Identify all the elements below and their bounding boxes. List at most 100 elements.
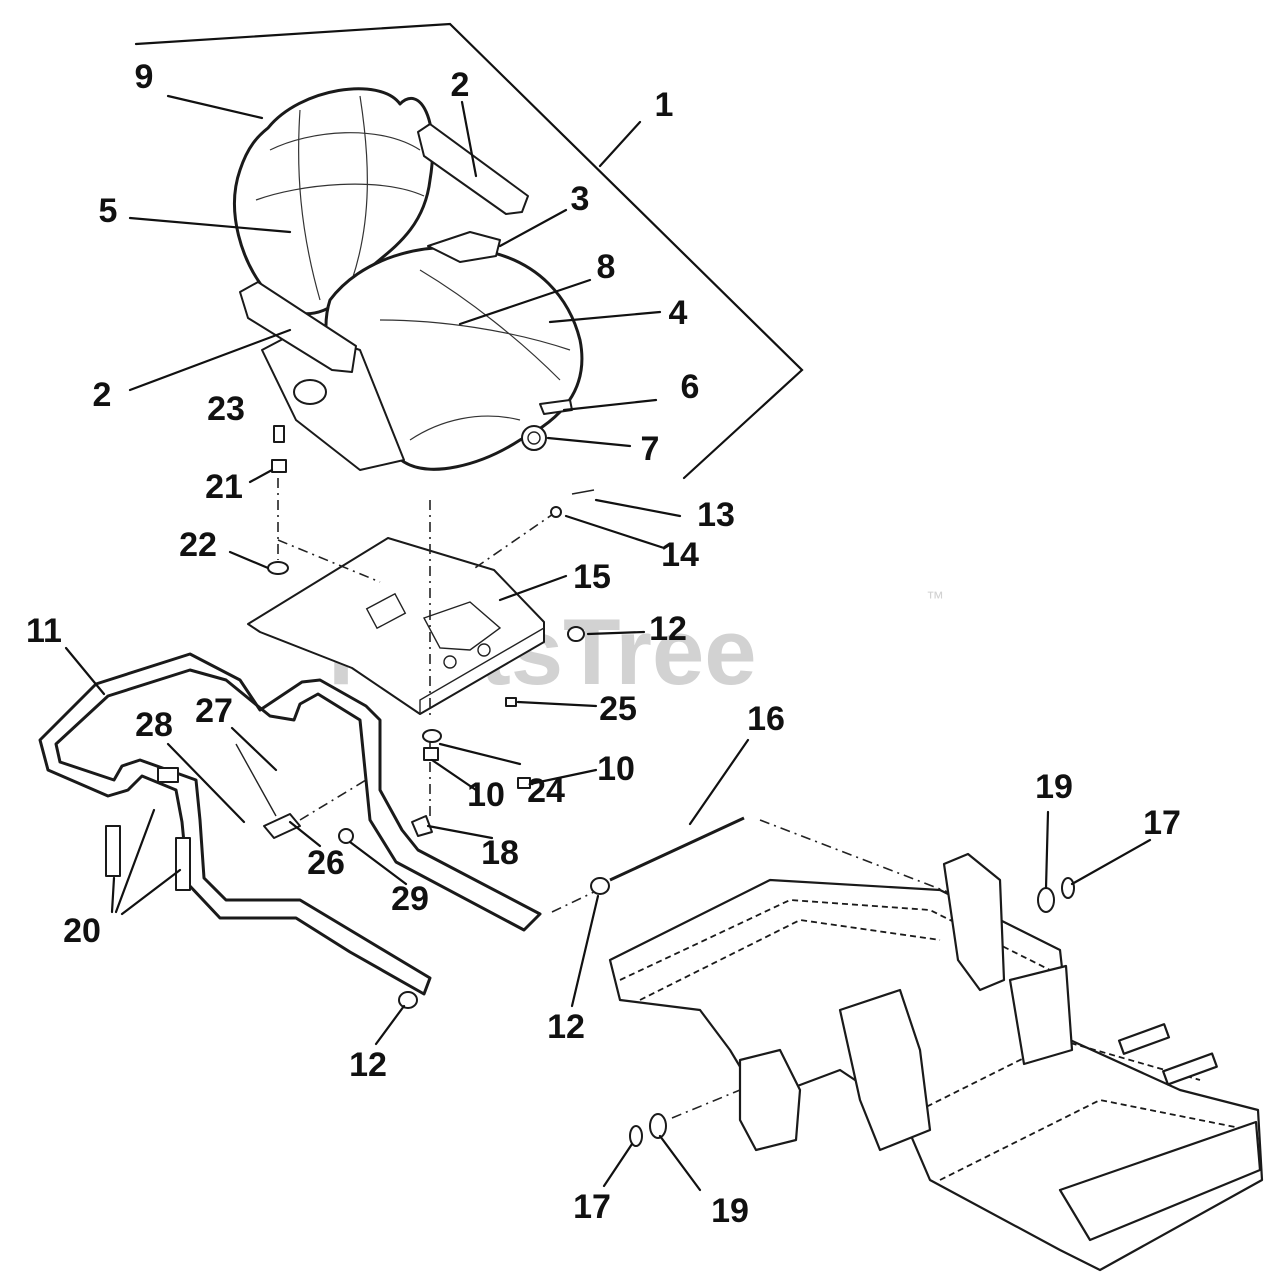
frame-bracket — [838, 988, 932, 1152]
leader — [128, 328, 292, 392]
leader-lines — [64, 94, 1152, 1192]
callout-14: 14 — [661, 536, 699, 574]
callout-24: 24 — [527, 772, 565, 810]
leader — [498, 208, 568, 248]
callout-11: 11 — [26, 612, 62, 650]
seat-frame-rail — [38, 652, 542, 1009]
frame-stub — [1162, 1052, 1218, 1086]
adjust-knob — [521, 425, 547, 451]
centerline — [551, 891, 595, 913]
leader — [586, 630, 646, 636]
leader — [498, 574, 568, 602]
cushion-seam — [409, 415, 521, 441]
leader — [564, 514, 666, 550]
callout-12-b: 12 — [547, 1008, 585, 1046]
leader — [516, 700, 598, 708]
centerline — [299, 779, 367, 821]
seat-mount-plate — [247, 537, 545, 715]
pin-13 — [571, 489, 595, 495]
callout-16: 16 — [747, 700, 785, 738]
leader — [110, 876, 116, 914]
frame-rail — [639, 919, 941, 1001]
frame-stub — [1117, 1023, 1171, 1055]
leader — [562, 398, 658, 412]
callout-17-a: 17 — [1143, 804, 1181, 842]
callout-7: 7 — [641, 430, 660, 468]
rail-pad-20-a — [105, 825, 121, 877]
frame-bracket — [1008, 964, 1074, 1066]
callout-26: 26 — [307, 844, 345, 882]
leader — [64, 646, 106, 696]
bushing-12-b — [590, 877, 610, 895]
cushion-seam — [379, 319, 571, 351]
watermark-trademark: ™ — [926, 588, 944, 608]
frame-rail — [899, 1039, 1201, 1121]
callout-21: 21 — [205, 468, 243, 506]
nut-10 — [423, 747, 439, 761]
leader — [528, 768, 598, 786]
backrest-seam — [269, 132, 421, 151]
spring-27 — [235, 743, 277, 817]
callout-13: 13 — [697, 496, 735, 534]
frame-bracket — [738, 1048, 802, 1152]
leader — [460, 100, 478, 178]
bracket-line — [134, 22, 804, 480]
centerline — [471, 511, 557, 571]
callout-18: 18 — [481, 834, 519, 872]
leader — [602, 1142, 634, 1188]
washer-24 — [422, 729, 442, 743]
clip-18 — [411, 815, 433, 837]
rail-pad-20-b — [175, 837, 191, 891]
frame-seat-bracket — [942, 852, 1006, 992]
rail-pad-20-c — [157, 767, 179, 783]
leader — [546, 436, 632, 448]
callout-2-mid: 2 — [93, 376, 112, 414]
leader — [438, 742, 522, 766]
callout-12-a: 12 — [649, 610, 687, 648]
leader — [166, 94, 264, 120]
callout-5: 5 — [99, 192, 118, 230]
callout-12-c: 12 — [349, 1046, 387, 1084]
side-knob — [293, 379, 327, 405]
leader — [594, 498, 682, 518]
seat-belt-buckle — [427, 231, 501, 263]
leader — [570, 894, 600, 1008]
leader — [228, 550, 270, 570]
leader — [688, 738, 750, 826]
ring-29 — [338, 828, 354, 844]
callout-15: 15 — [573, 558, 611, 596]
backrest-seam — [255, 183, 425, 201]
nut-21 — [271, 459, 287, 473]
callout-22: 22 — [179, 526, 217, 564]
callout-2-top: 2 — [451, 66, 470, 104]
mount-plate-hole — [477, 643, 491, 657]
cushion-seam — [419, 269, 561, 381]
leader — [348, 840, 408, 886]
clip-17-a — [1061, 877, 1075, 899]
mount-plate-hole — [443, 655, 457, 669]
clip-17-b — [629, 1125, 643, 1147]
leader — [426, 824, 494, 840]
callout-6: 6 — [681, 368, 700, 406]
callout-25: 25 — [599, 690, 637, 728]
leader — [658, 1134, 702, 1192]
callout-23: 23 — [207, 390, 245, 428]
leader-1 — [598, 120, 642, 168]
hardware — [267, 425, 595, 837]
callout-10-a: 10 — [597, 750, 635, 788]
mount-plate — [247, 537, 545, 715]
washer-19-b — [649, 1113, 667, 1139]
callout-8: 8 — [597, 248, 616, 286]
leader — [230, 726, 278, 772]
leader — [1044, 810, 1050, 890]
armrest-left — [239, 281, 357, 373]
callout-10-b: 10 — [467, 776, 505, 814]
washer-19-a — [1037, 887, 1055, 913]
leader — [248, 468, 274, 484]
bolt-23 — [273, 425, 285, 443]
mount-plate-flange — [419, 627, 545, 714]
callout-28: 28 — [135, 706, 173, 744]
